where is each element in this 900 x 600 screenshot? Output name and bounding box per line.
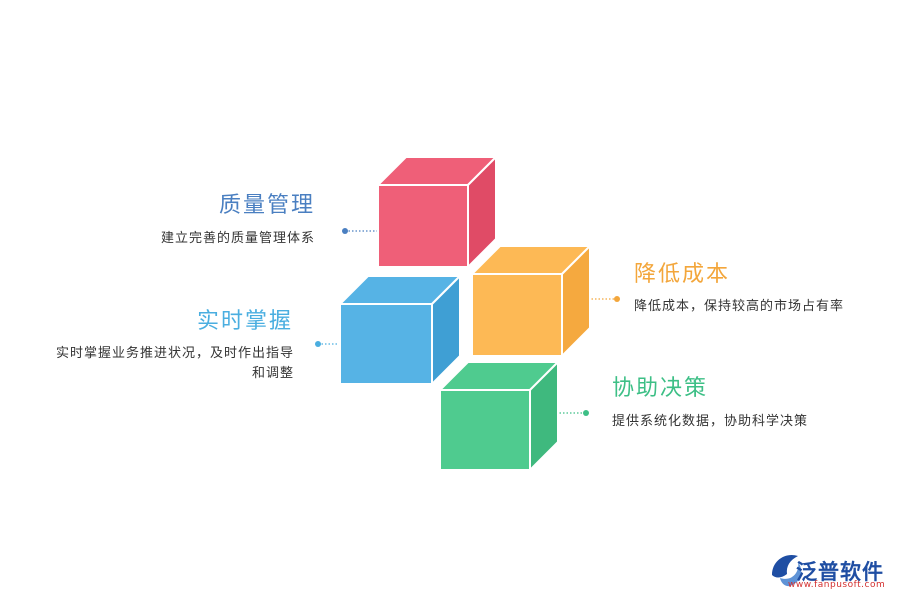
desc-quality-line-1: 建立完善的质量管理体系	[160, 231, 315, 246]
desc-cost: 降低成本，保持较高的市场占有率	[634, 297, 844, 317]
desc-cost-line-1: 降低成本，保持较高的市场占有率	[634, 299, 845, 314]
desc-quality: 建立完善的质量管理体系	[120, 229, 315, 249]
fanpu-logo-icon	[772, 554, 802, 587]
cube-decision-front	[439, 389, 531, 471]
connector-dot-cost	[614, 296, 620, 302]
desc-decision-line-1: 提供系统化数据，协助科学决策	[612, 414, 809, 429]
connector-dot-decision	[583, 410, 589, 416]
title-quality: 质量管理	[218, 193, 315, 218]
connector-dot-realtime	[315, 341, 321, 347]
cube-realtime-front	[339, 303, 433, 385]
cube-cost-front	[471, 273, 563, 357]
cube-cost	[471, 245, 591, 357]
logo-url: www.fanpusoft.com	[788, 580, 886, 590]
connector-dot-quality	[342, 228, 348, 234]
title-cost: 降低成本	[634, 262, 731, 287]
cube-decision	[439, 361, 559, 471]
desc-realtime-line-1: 实时掌握业务推进状况，及时作出指导	[55, 346, 294, 361]
desc-realtime: 实时掌握业务推进状况，及时作出指导 和调整	[8, 344, 294, 384]
cube-quality-front	[377, 184, 469, 268]
desc-decision: 提供系统化数据，协助科学决策	[612, 412, 808, 432]
cube-quality	[377, 156, 497, 268]
title-realtime: 实时掌握	[196, 309, 293, 334]
cube-realtime	[339, 275, 461, 385]
title-decision: 协助决策	[612, 376, 709, 401]
logo-name: 泛普软件	[796, 560, 884, 584]
desc-realtime-line-2: 和调整	[251, 366, 294, 381]
